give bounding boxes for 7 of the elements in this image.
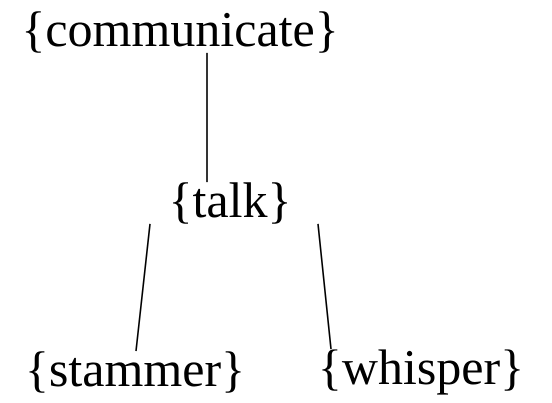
term-text: {talk} — [173, 182, 287, 224]
term-text: {whisper} — [322, 349, 520, 395]
term-text: {communicate} — [26, 11, 334, 53]
connector-line — [135, 224, 151, 352]
connector-line — [317, 224, 332, 350]
term-text: {stammer} — [29, 351, 241, 393]
connector-line — [206, 52, 208, 182]
